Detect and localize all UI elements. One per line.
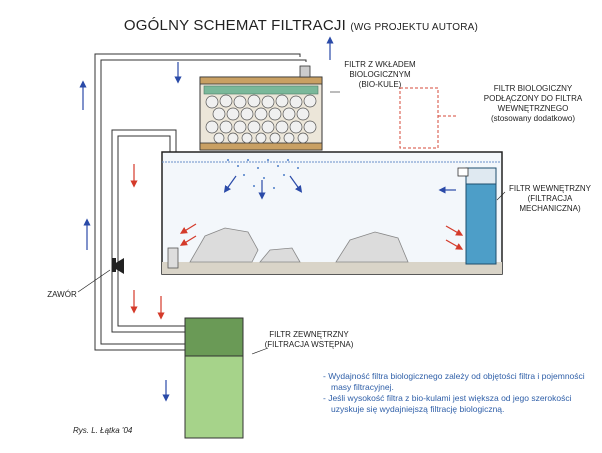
title-text: OGÓLNY SCHEMAT FILTRACJI [123,17,346,34]
note-1: - Wydajność filtra biologicznego zależy … [323,371,585,392]
red-arrow-to-internal-1 [445,225,464,236]
subtitle-text: (WG PROJEKTU AUTORA) [350,22,479,33]
blue-flow-arrows [79,36,456,402]
rocks [189,227,409,263]
label-internal-filter: FILTR WEWNĘTRZNY (FILTRACJA MECHANICZNA) [508,184,592,213]
red-arrow-to-internal-2 [445,239,464,250]
arrow-spray-3 [289,175,303,193]
author-credit: Rys. L. Łątka '04 [73,426,133,435]
auxiliary-bio-filter [399,87,439,149]
notes: - Wydajność filtra biologicznego zależy … [323,371,598,415]
red-arrow-intake-1 [179,223,197,234]
external-filter [184,317,244,439]
intake-strainer [167,247,179,269]
red-arrow-intake-2 [179,235,197,246]
red-flow-arrows [130,164,464,320]
water-drops [227,159,299,189]
note-2: - Jeśli wysokość filtra z bio-kulami jes… [323,393,572,414]
label-external-filter: FILTR ZEWNĘTRZNY (FILTRACJA WSTĘPNA) [264,330,354,349]
label-valve: ZAWÓR [47,290,77,299]
diagram-title: OGÓLNY SCHEMAT FILTRACJI (WG PROJEKTU AU… [0,17,602,34]
label-bio-filter-internal: FILTR BIOLOGICZNY PODŁĄCZONY DO FILTRA W… [483,84,583,123]
internal-filter [457,167,497,265]
label-bio-filter: FILTR Z WKŁADEM BIOLOGICZNYM (BIO-KULE) [344,60,416,89]
bio-ball-filter [199,65,323,151]
arrow-spray-1 [223,175,237,193]
valve [112,258,124,274]
